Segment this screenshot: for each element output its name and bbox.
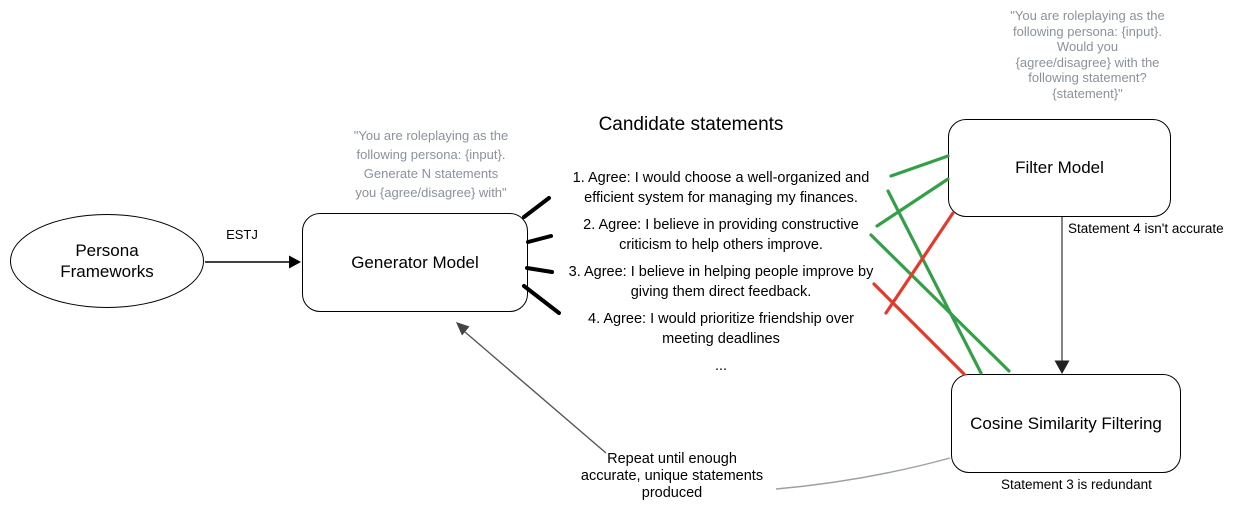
cosine-similarity-label: Cosine Similarity Filtering (970, 413, 1162, 433)
generator-prompt-line: "You are roleplaying as the (353, 128, 509, 143)
persona-to-generator-arrowhead-icon (289, 255, 301, 269)
statement-line: meeting deadlines (662, 330, 780, 347)
cosine-to-repeat-connector (775, 457, 951, 490)
statement-line: criticism to help others improve. (619, 236, 823, 253)
filter-prompt-line: following statement? (1028, 70, 1147, 85)
repeat-note-line: produced (641, 485, 703, 501)
statement-line: 1. Agree: I would choose a well-organize… (572, 170, 870, 186)
filter-verdict-label: Statement 4 isn't accurate (1068, 221, 1224, 236)
persona-frameworks-node: Persona Frameworks (10, 214, 204, 308)
filter-prompt-line: Would you (1056, 39, 1119, 54)
statement-line: efficient system for managing my finance… (584, 189, 858, 206)
generator-prompt: "You are roleplaying as the following pe… (326, 126, 536, 202)
generator-prompt-line: following persona: {input}. (356, 147, 506, 162)
filter-to-statement4-reject-edge (884, 211, 955, 315)
filter-prompt-line: {agree/disagree} with the (1015, 54, 1160, 70)
generator-model-label: Generator Model (351, 252, 479, 272)
filter-prompt-line: "You are roleplaying as the (1010, 8, 1165, 23)
generator-prompt-line: Generate N statements (363, 166, 499, 181)
statement-line: 2. Agree: I believe in providing constru… (583, 217, 859, 233)
filter-model-label: Filter Model (1015, 158, 1104, 177)
candidate-statements-title: Candidate statements (598, 114, 784, 135)
statement1-to-filter-accept-edge (889, 154, 950, 178)
filter-to-cosine-arrowhead-icon (1054, 360, 1070, 374)
repeat-note: Repeat until enough accurate, unique sta… (558, 451, 786, 502)
statement-line: giving them direct feedback. (630, 283, 812, 300)
estj-edge-label: ESTJ (226, 227, 258, 242)
repeat-note-line: Repeat until enough (607, 451, 737, 467)
candidate-statement-2: 2. Agree: I believe in providing constru… (546, 216, 896, 255)
repeat-note-line: accurate, unique statements (580, 468, 764, 484)
repeat-to-generator-arrowhead-icon (456, 322, 470, 336)
filter-prompt: "You are roleplaying as the following pe… (990, 8, 1185, 101)
statement-line: 4. Agree: I would prioritize friendship … (588, 311, 854, 327)
cosine-similarity-node: Cosine Similarity Filtering (951, 374, 1181, 473)
candidate-statement-1: 1. Agree: I would choose a well-organize… (546, 169, 896, 208)
generator-prompt-line: you {agree/disagree} with" (355, 185, 507, 200)
statement1-to-cosine-accept-edge (886, 189, 983, 375)
cosine-verdict-label: Statement 3 is redundant (1001, 477, 1152, 492)
persona-frameworks-label: Persona Frameworks (60, 241, 154, 281)
candidate-statements-list: 1. Agree: I would choose a well-organize… (546, 169, 896, 377)
candidate-statement-4: 4. Agree: I would prioritize friendship … (546, 310, 896, 349)
filter-prompt-line: following persona: {input}. (1013, 23, 1162, 39)
statement-line: 3. Agree: I believe in helping people im… (568, 264, 874, 280)
generator-model-node: Generator Model (302, 213, 528, 312)
candidate-statement-3: 3. Agree: I believe in helping people im… (546, 263, 896, 302)
statements-ellipsis: ... (714, 358, 728, 374)
filter-model-node: Filter Model (948, 119, 1171, 217)
filter-prompt-line: {statement}" (1052, 85, 1123, 101)
